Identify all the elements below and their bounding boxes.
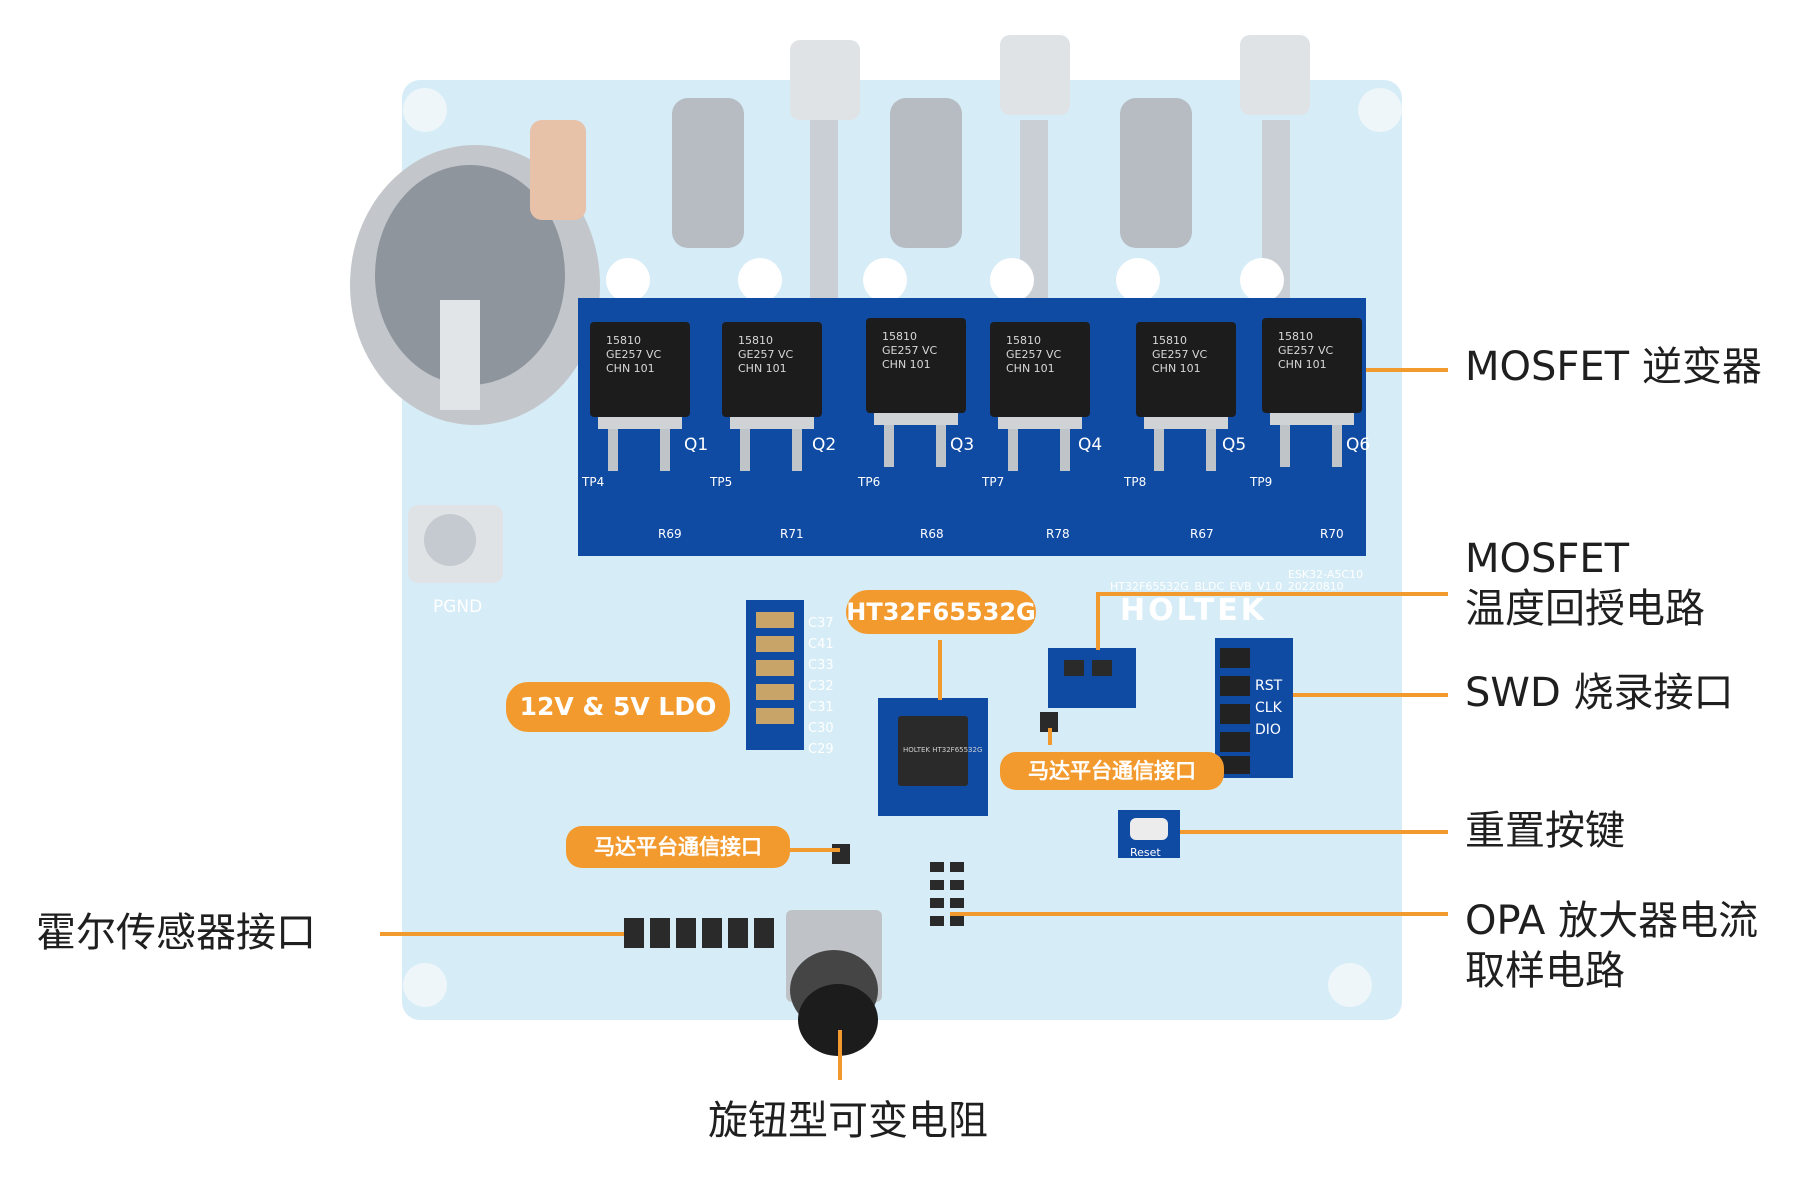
ldo-callout: 12V & 5V LDO [506,682,730,732]
mosfet-q2-mark-3: CHN 101 [738,362,787,375]
mosfet-q3-mark-2: GE257 VC [882,344,937,357]
mosfet-q6-mark-2: GE257 VC [1278,344,1333,357]
mosfet-q3 [866,318,966,467]
motor-comm-callout-right: 马达平台通信接口 [1000,752,1224,790]
swd-dio-label: DIO [1255,722,1281,738]
q5-label: Q5 [1222,435,1246,455]
mcu-chip-mark: HOLTEK HT32F65532G [903,746,982,754]
q1-label: Q1 [684,435,708,455]
mosfet-q3-mark-1: 15810 [882,330,917,343]
holtek-logo-text: HOLTEK [1120,593,1267,628]
leader-lines [380,368,1448,1080]
tp7-label: TP7 [981,475,1004,489]
c33-label: C33 [808,658,834,673]
mosfet-q1-mark-1: 15810 [606,334,641,347]
c32-label: C32 [808,679,834,694]
tp4-label: TP4 [581,475,604,489]
standoff-top-left [403,88,447,132]
temp-sense-module [1048,648,1136,708]
capacitor-2 [890,98,962,248]
standoff-bottom-left [403,963,447,1007]
mosfet-q4-mark-3: CHN 101 [1006,362,1055,375]
mcu-callout: HT32F65532G [846,590,1036,634]
standoff-top-right [1358,88,1402,132]
r68-label: R68 [920,527,944,541]
q3-label: Q3 [950,435,974,455]
mosfet-q6 [1262,318,1362,467]
tp8-label: TP8 [1123,475,1146,489]
mosfet-panel [578,298,1366,556]
mosfet-q6-mark-3: CHN 101 [1278,358,1327,371]
c37-label: C37 [808,616,834,631]
reset-silk-label: Reset [1130,846,1161,859]
standoff-bottom-right [1328,963,1372,1007]
film-capacitor [530,120,586,220]
mosfet-q2-mark-2: GE257 VC [738,348,793,361]
swd-clk-label: CLK [1255,700,1283,716]
capacitor-3 [1120,98,1192,248]
c41-label: C41 [808,637,834,652]
label-opa-2: 取样电路 [1465,948,1625,994]
mcu-chip [898,716,968,786]
label-swd: SWD 烧录接口 [1465,670,1734,716]
c31-label: C31 [808,700,834,715]
mounting-holes [606,258,1284,302]
r71-label: R71 [780,527,804,541]
comm-connector-right [1040,712,1058,732]
mosfet-q4 [990,322,1090,471]
capacitor-1 [672,98,744,248]
mosfet-q5-mark-1: 15810 [1152,334,1187,347]
r78-label: R78 [1046,527,1070,541]
c30-label: C30 [808,721,834,736]
label-mosfet-inverter: MOSFET 逆变器 [1465,344,1762,390]
mosfet-q3-mark-3: CHN 101 [882,358,931,371]
r69-label: R69 [658,527,682,541]
reset-button-cap [1130,818,1168,840]
tp6-label: TP6 [857,475,880,489]
swd-rst-label: RST [1255,678,1283,694]
mosfet-q4-mark-2: GE257 VC [1006,348,1061,361]
leader-mosfet-temp [1096,592,1448,650]
c29-label: C29 [808,742,834,757]
mosfet-q2-mark-1: 15810 [738,334,773,347]
tp9-label: TP9 [1249,475,1272,489]
label-knob: 旋钮型可变电阻 [708,1098,988,1144]
label-mosfet-temp-1: MOSFET [1465,536,1630,582]
tp5-label: TP5 [709,475,732,489]
opa-components [930,862,964,926]
mosfet-q4-mark-1: 15810 [1006,334,1041,347]
q4-label: Q4 [1078,435,1102,455]
label-hall: 霍尔传感器接口 [36,910,316,956]
mosfet-q1-mark-3: CHN 101 [606,362,655,375]
q6-label: Q6 [1346,435,1370,455]
potentiometer-knob [798,984,878,1056]
mosfet-q5-mark-2: GE257 VC [1152,348,1207,361]
mosfet-q5 [1136,322,1236,471]
label-opa-1: OPA 放大器电流 [1465,898,1759,944]
mosfet-q1-mark-2: GE257 VC [606,348,661,361]
r70-label: R70 [1320,527,1344,541]
mosfet-q1 [590,322,690,471]
comm-connector-left [832,844,850,864]
board-id: ESK32-A5C10 [1288,568,1363,581]
label-reset: 重置按键 [1465,808,1625,854]
mosfet-q6-mark-1: 15810 [1278,330,1313,343]
mosfet-q2 [722,322,822,471]
motor-comm-callout-left: 马达平台通信接口 [566,826,790,868]
r67-label: R67 [1190,527,1214,541]
mosfet-q5-mark-3: CHN 101 [1152,362,1201,375]
board-revision: HT32F65532G_BLDC_EVB_V1.0_20220810 [1110,580,1344,593]
label-mosfet-temp-2: 温度回授电路 [1465,586,1705,632]
pgnd-label: PGND [433,597,482,617]
q2-label: Q2 [812,435,836,455]
hall-sensor-header [624,918,774,948]
